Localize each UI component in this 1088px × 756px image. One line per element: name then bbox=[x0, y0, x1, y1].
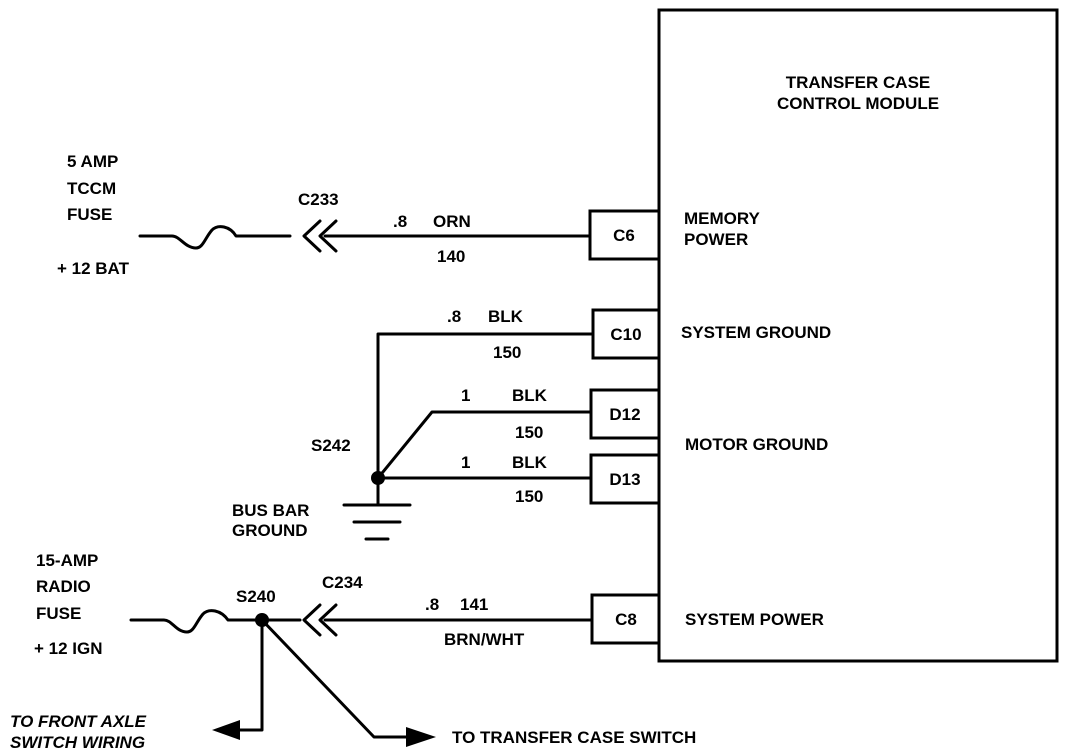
transfer-case-switch-arrow-icon bbox=[406, 727, 436, 747]
c234-label: C234 bbox=[322, 573, 363, 592]
system-ground-wire-gauge: .8 bbox=[447, 307, 461, 326]
tccm-supply-label: + 12 BAT bbox=[57, 259, 130, 278]
bus-bar-ground-line2: GROUND bbox=[232, 521, 308, 540]
c233-connector-symbol bbox=[302, 219, 338, 253]
system-ground-wire-color: BLK bbox=[488, 307, 524, 326]
motor-ground-d12-wire-color: BLK bbox=[512, 386, 548, 405]
radio-supply-label: + 12 IGN bbox=[34, 639, 103, 658]
ground-icon bbox=[342, 503, 412, 541]
system-power-wire-gauge: .8 bbox=[425, 595, 439, 614]
s240-label: S240 bbox=[236, 587, 276, 606]
module-title-line1: TRANSFER CASE bbox=[786, 73, 931, 92]
pin-c6-id: C6 bbox=[613, 226, 635, 245]
s242-label: S242 bbox=[311, 436, 351, 455]
bus-bar-ground-line1: BUS BAR bbox=[232, 501, 309, 520]
motor-ground-d13-wire-color: BLK bbox=[512, 453, 548, 472]
transfer-case-switch-label: TO TRANSFER CASE SWITCH bbox=[452, 728, 696, 747]
control-module-box bbox=[657, 8, 1059, 663]
radio-fuse-line1: 15-AMP bbox=[36, 551, 98, 570]
pin-c10-box bbox=[591, 308, 661, 360]
motor-ground-d13-wire-circuit: 150 bbox=[515, 487, 543, 506]
motor-ground-label: MOTOR GROUND bbox=[685, 435, 828, 454]
memory-power-label-line1: MEMORY bbox=[684, 209, 761, 228]
memory-power-label-line2: POWER bbox=[684, 230, 748, 249]
tccm-fuse-symbol bbox=[138, 225, 292, 250]
motor-ground-d12-wire-gauge: 1 bbox=[461, 386, 470, 405]
system-power-wire-color: BRN/WHT bbox=[444, 630, 525, 649]
system-ground-label: SYSTEM GROUND bbox=[681, 323, 831, 342]
pin-d12-box bbox=[589, 388, 661, 440]
transfer-case-switch-branch-wire bbox=[260, 618, 412, 739]
module-title-line2: CONTROL MODULE bbox=[777, 94, 939, 113]
c234-connector-symbol bbox=[302, 603, 338, 637]
pin-c10-id: C10 bbox=[610, 325, 641, 344]
motor-ground-d12-wire bbox=[376, 410, 593, 480]
pin-d13-id: D13 bbox=[609, 470, 640, 489]
system-ground-wire-circuit: 150 bbox=[493, 343, 521, 362]
radio-fuse-line2: RADIO bbox=[36, 577, 91, 596]
pin-c6-box bbox=[588, 209, 661, 261]
pin-d12-id: D12 bbox=[609, 405, 640, 424]
front-axle-label-line1: TO FRONT AXLE bbox=[10, 712, 147, 731]
system-ground-wire bbox=[376, 332, 595, 480]
tccm-fuse-line2: TCCM bbox=[67, 179, 116, 198]
motor-ground-d12-wire-circuit: 150 bbox=[515, 423, 543, 442]
radio-fuse-symbol bbox=[129, 609, 264, 634]
tccm-fuse-line1: 5 AMP bbox=[67, 152, 118, 171]
front-axle-branch-wire bbox=[233, 618, 264, 732]
system-power-label: SYSTEM POWER bbox=[685, 610, 824, 629]
c233-label: C233 bbox=[298, 190, 339, 209]
memory-power-wire-color: ORN bbox=[433, 212, 471, 231]
memory-power-wire-circuit: 140 bbox=[437, 247, 465, 266]
front-axle-arrow-icon bbox=[212, 720, 240, 740]
radio-fuse-line3: FUSE bbox=[36, 604, 81, 623]
system-power-wire-circuit: 141 bbox=[460, 595, 488, 614]
tccm-fuse-line3: FUSE bbox=[67, 205, 112, 224]
memory-power-wire-gauge: .8 bbox=[393, 212, 407, 231]
pin-c8-id: C8 bbox=[615, 610, 637, 629]
front-axle-label-line2: SWITCH WIRING bbox=[10, 733, 145, 752]
pin-d13-box bbox=[589, 453, 661, 505]
motor-ground-d13-wire-gauge: 1 bbox=[461, 453, 470, 472]
